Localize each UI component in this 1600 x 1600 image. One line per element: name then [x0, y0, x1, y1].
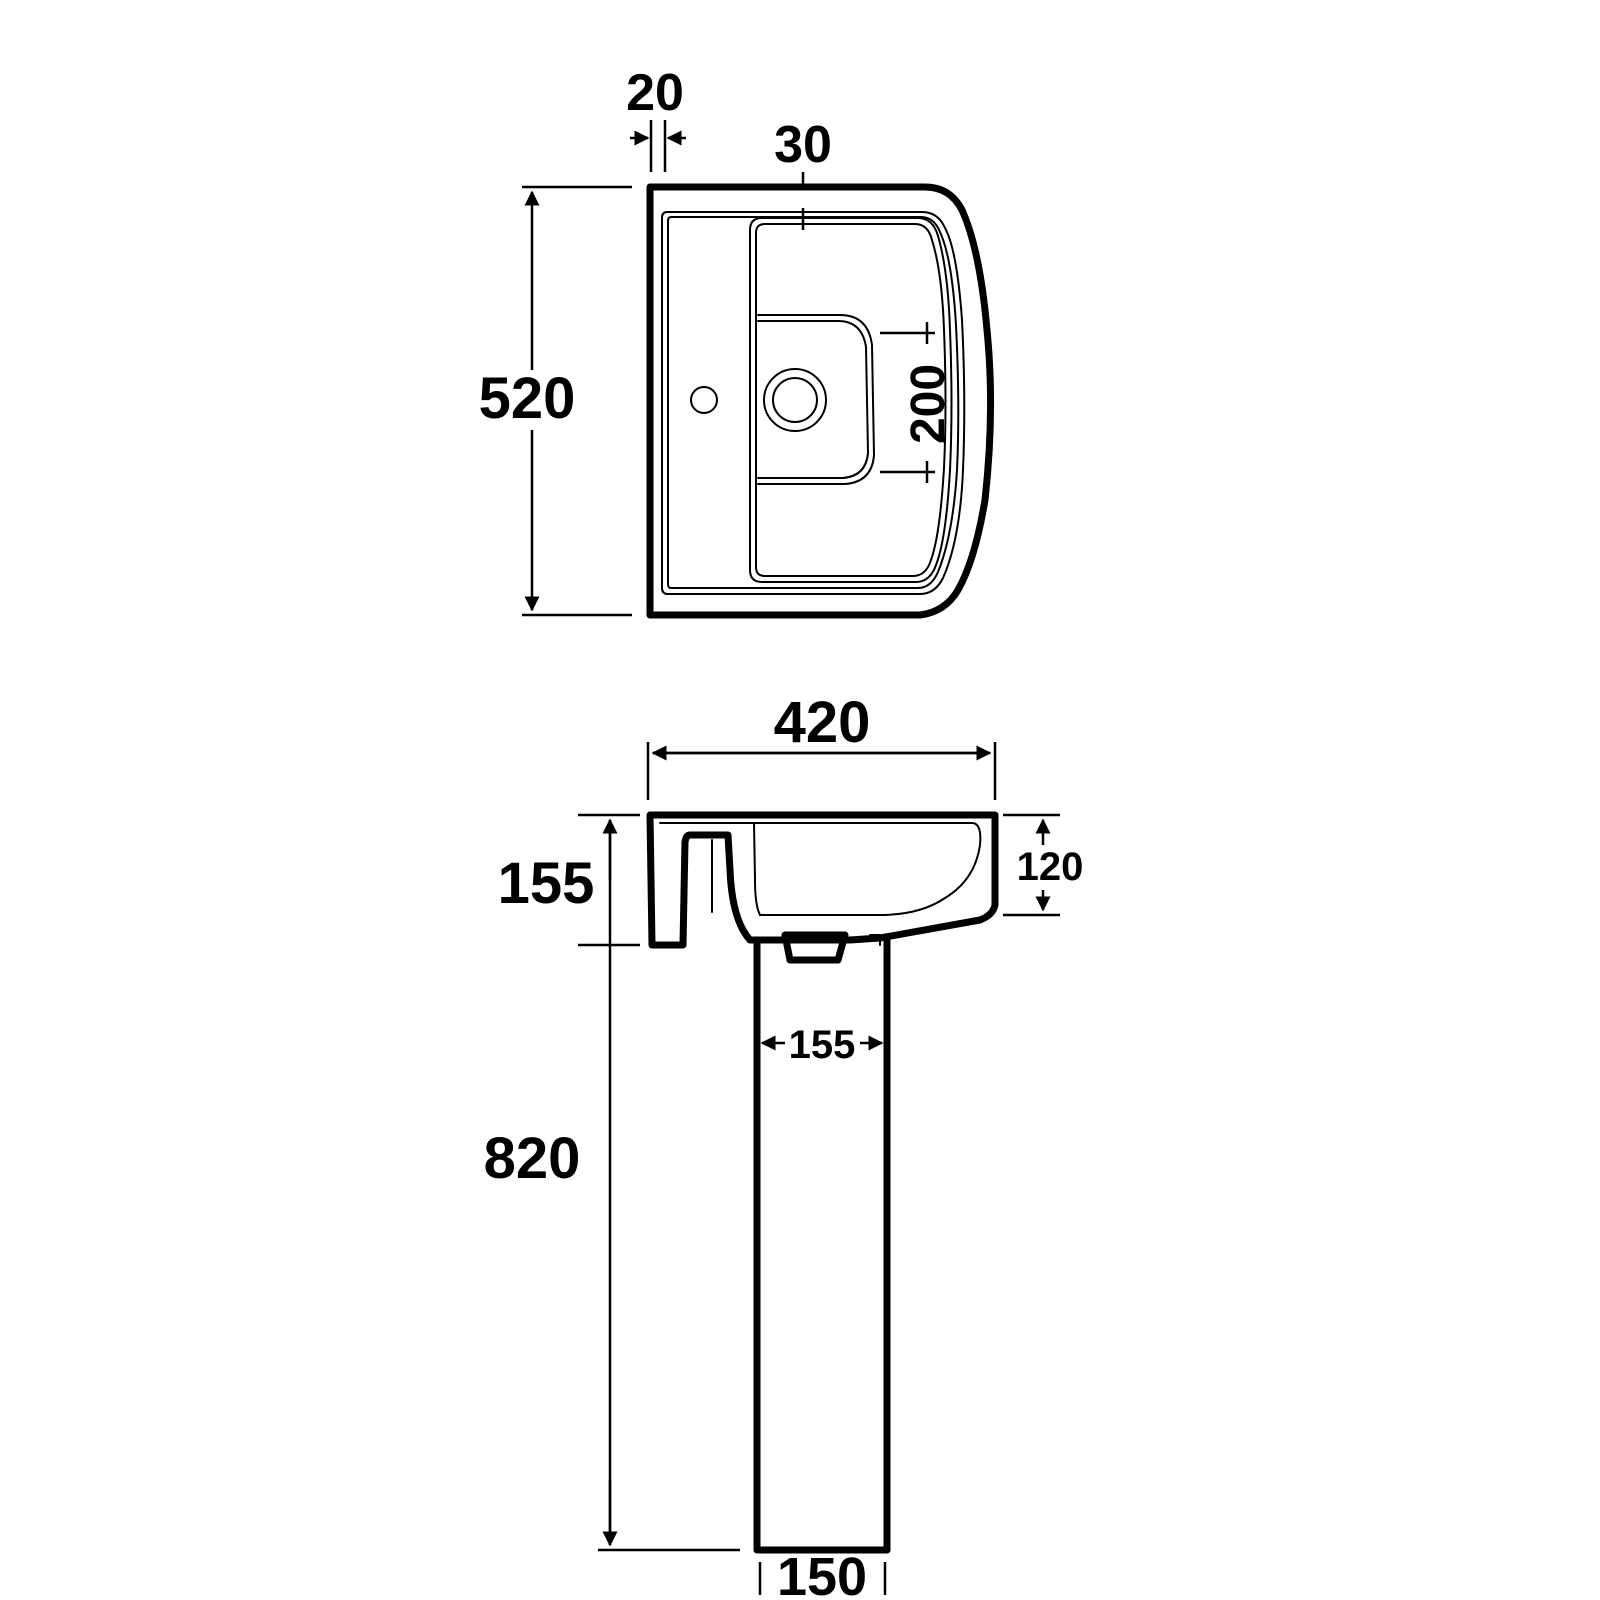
basin-front-outline	[646, 811, 999, 949]
dim-basin-height-label: 155	[498, 851, 595, 916]
dim-pedestal-width-label: 155	[789, 1023, 856, 1067]
waste-outlet-outer	[763, 368, 827, 432]
bowl-outline-inner	[755, 223, 947, 577]
waste-recess-inner	[757, 320, 869, 479]
pedestal-lug	[869, 934, 881, 946]
dim-depth-label: 520	[479, 366, 576, 431]
basin-inner-rim-2	[667, 216, 960, 589]
top-view: 20 30 520 200	[479, 64, 995, 619]
bowl-profile	[753, 822, 982, 916]
waste-trap	[781, 931, 849, 964]
basin-outer-outline	[646, 183, 995, 619]
dim-pedestal-height: 820	[484, 818, 740, 1552]
basin-inner-rim	[661, 211, 966, 595]
dim-tap-offset-label: 30	[774, 116, 832, 174]
dim-rim-thickness: 20	[626, 64, 686, 172]
waste-outlet-inner	[772, 377, 818, 423]
front-view: 420 155 820 120 155	[484, 690, 1084, 1600]
dim-pedestal-width: 155	[760, 1023, 884, 1067]
dim-waste-depth: 200	[880, 322, 955, 483]
tap-hole	[690, 386, 718, 414]
waste-recess	[757, 314, 875, 485]
dim-pedestal-base-label: 150	[777, 1547, 867, 1600]
dim-bowl-depth: 120	[1003, 813, 1084, 917]
dim-pedestal-height-label: 820	[484, 1126, 581, 1191]
dim-width: 420	[646, 690, 997, 800]
bowl-outline	[749, 217, 953, 583]
pedestal	[753, 936, 891, 1554]
dim-depth: 520	[479, 185, 632, 617]
dim-basin-height: 155	[498, 813, 640, 947]
dim-pedestal-base: 150	[758, 1547, 887, 1600]
dim-rim-thickness-label: 20	[626, 64, 684, 122]
dim-tap-offset: 30	[774, 116, 832, 230]
dim-waste-depth-label: 200	[902, 364, 955, 444]
dim-width-label: 420	[774, 690, 871, 755]
dim-bowl-depth-label: 120	[1017, 845, 1084, 889]
